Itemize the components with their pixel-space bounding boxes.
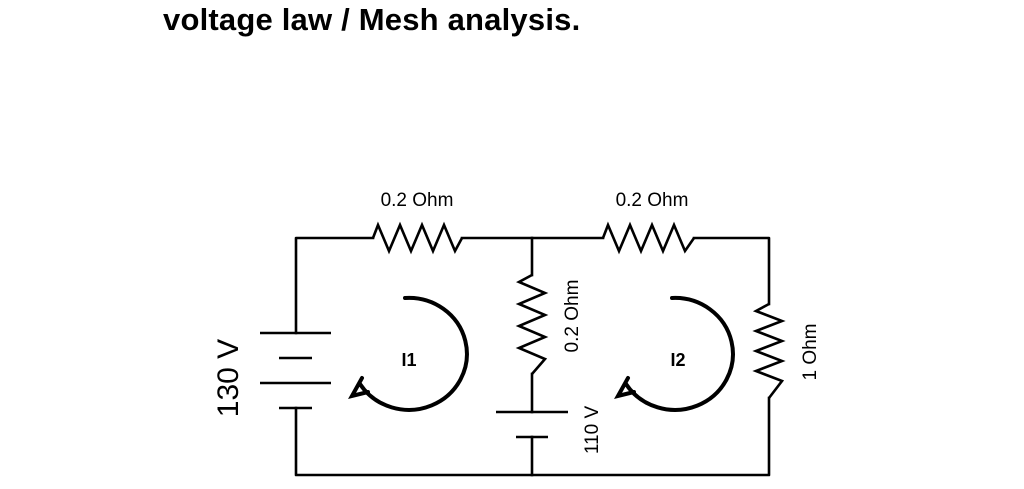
resistor-top-left (371, 221, 464, 255)
resistor-right-label: 1 Ohm (800, 323, 821, 380)
battery-middle (496, 410, 568, 439)
wire-top-right (692, 236, 771, 306)
resistor-middle (515, 273, 549, 375)
resistor-top-right (601, 221, 696, 255)
mesh-current-1-label: I1 (401, 350, 416, 370)
page-title: voltage law / Mesh analysis. (163, 2, 581, 37)
resistor-top-right-label: 0.2 Ohm (616, 190, 689, 211)
mesh-current-1-arrow (348, 295, 469, 412)
wire-top-left (294, 236, 375, 335)
mesh-current-2-label: I2 (670, 350, 685, 370)
resistor-top-left-label: 0.2 Ohm (381, 190, 454, 211)
battery-left-label: 130 V (212, 339, 245, 417)
battery-middle-label: 110 V (582, 406, 603, 455)
resistor-middle-label: 0.2 Ohm (562, 280, 583, 353)
resistor-right (752, 302, 786, 399)
battery-left (260, 331, 331, 410)
wires (294, 236, 771, 477)
mesh-current-2-arrow (614, 295, 735, 412)
